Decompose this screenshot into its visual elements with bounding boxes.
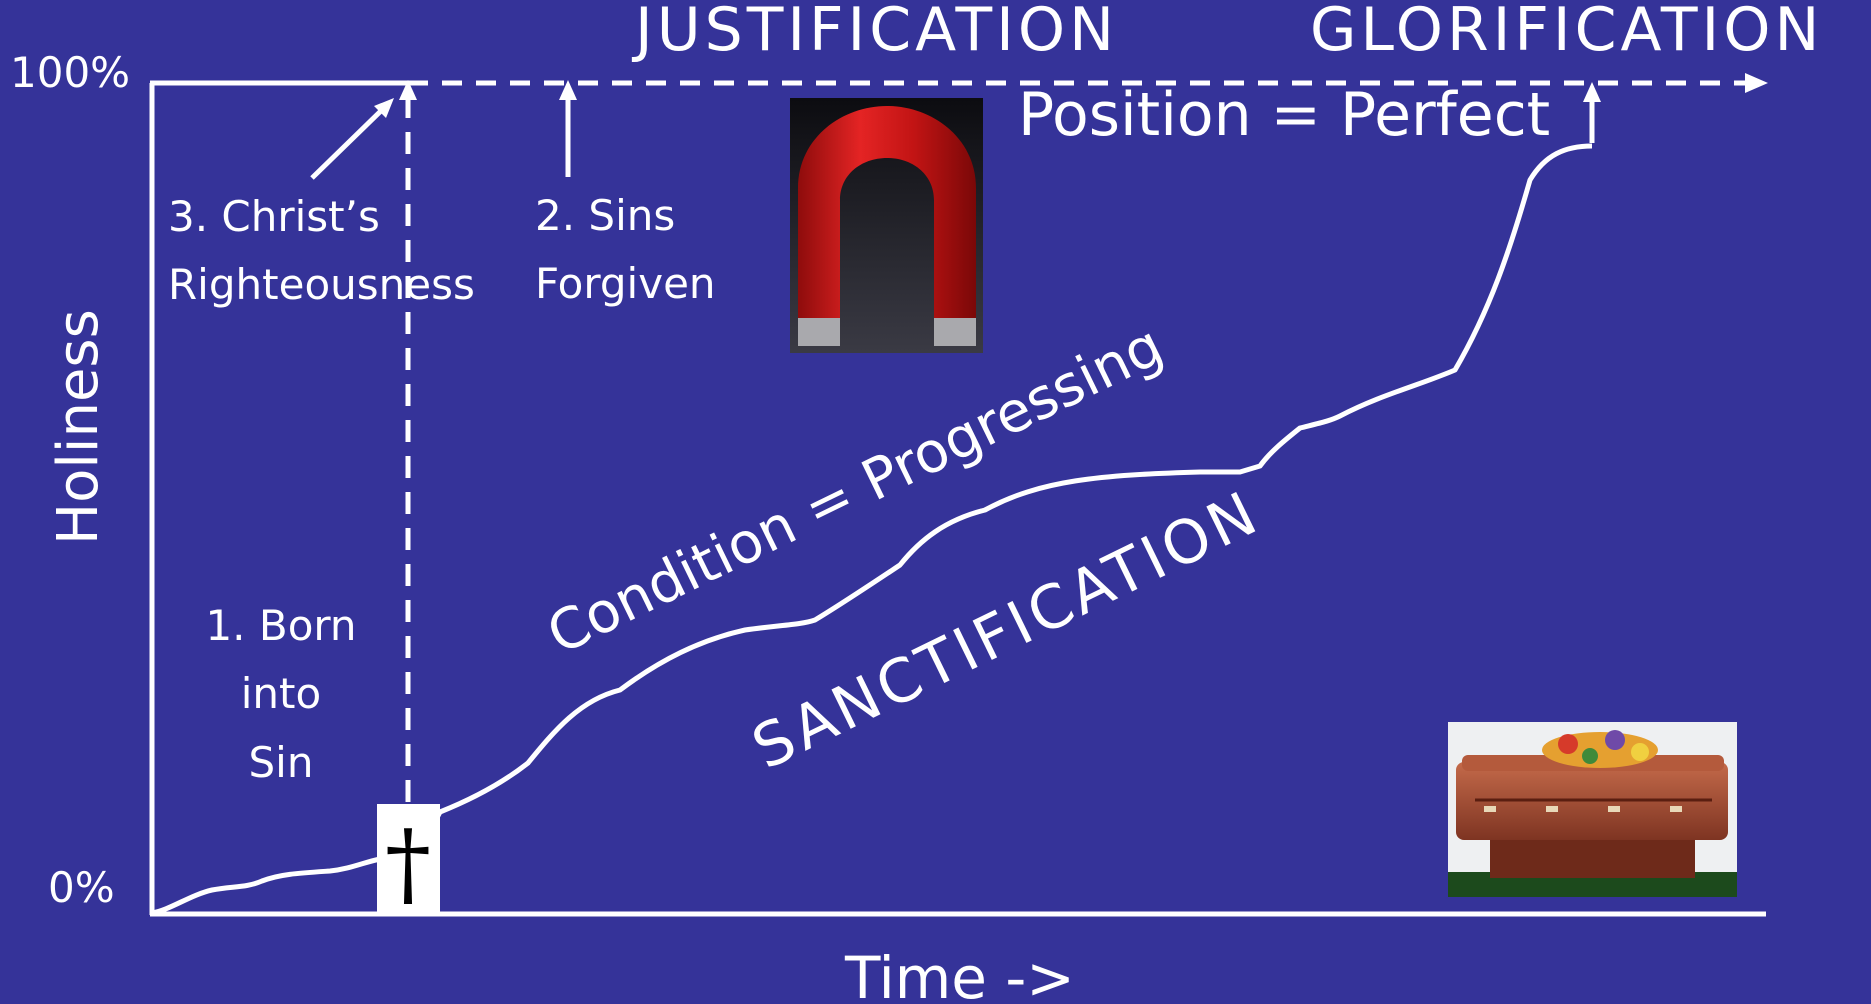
born-into-sin-line2: into <box>241 669 321 718</box>
magnet-icon <box>790 98 983 353</box>
x-axis-title: Time -> <box>844 944 1075 1004</box>
justification-heading: JUSTIFICATION <box>631 0 1118 65</box>
casket-icon <box>1448 722 1737 897</box>
cross-line-arrowhead <box>399 80 417 100</box>
y-axis-bottom-label: 0% <box>48 863 115 912</box>
sanctification-curve <box>151 143 1593 916</box>
sins-forgiven-arrowhead <box>559 80 577 100</box>
righteousness-arrow <box>310 104 388 180</box>
born-into-sin-line1: 1. Born <box>205 601 356 650</box>
cross-icon: † <box>377 804 440 917</box>
righteousness-arrowhead <box>374 98 394 118</box>
top-arrowhead <box>1745 73 1768 93</box>
cross-symbol: † <box>385 810 431 917</box>
sins-forgiven-label-line1: 2. Sins <box>535 191 675 240</box>
christs-righteousness-label-line2: Righteousness <box>168 260 475 309</box>
christs-righteousness-label-line1: 3. Christ’s <box>168 192 380 241</box>
y-axis-title: Holiness <box>46 309 111 545</box>
sins-forgiven-label-line2: Forgiven <box>535 259 716 308</box>
born-into-sin-line3: Sin <box>249 738 314 787</box>
y-axis-top-label: 100% <box>10 48 130 97</box>
glorification-heading: GLORIFICATION <box>1310 0 1823 65</box>
glorification-arrowhead <box>1583 82 1601 102</box>
position-label: Position = Perfect <box>1018 80 1550 150</box>
